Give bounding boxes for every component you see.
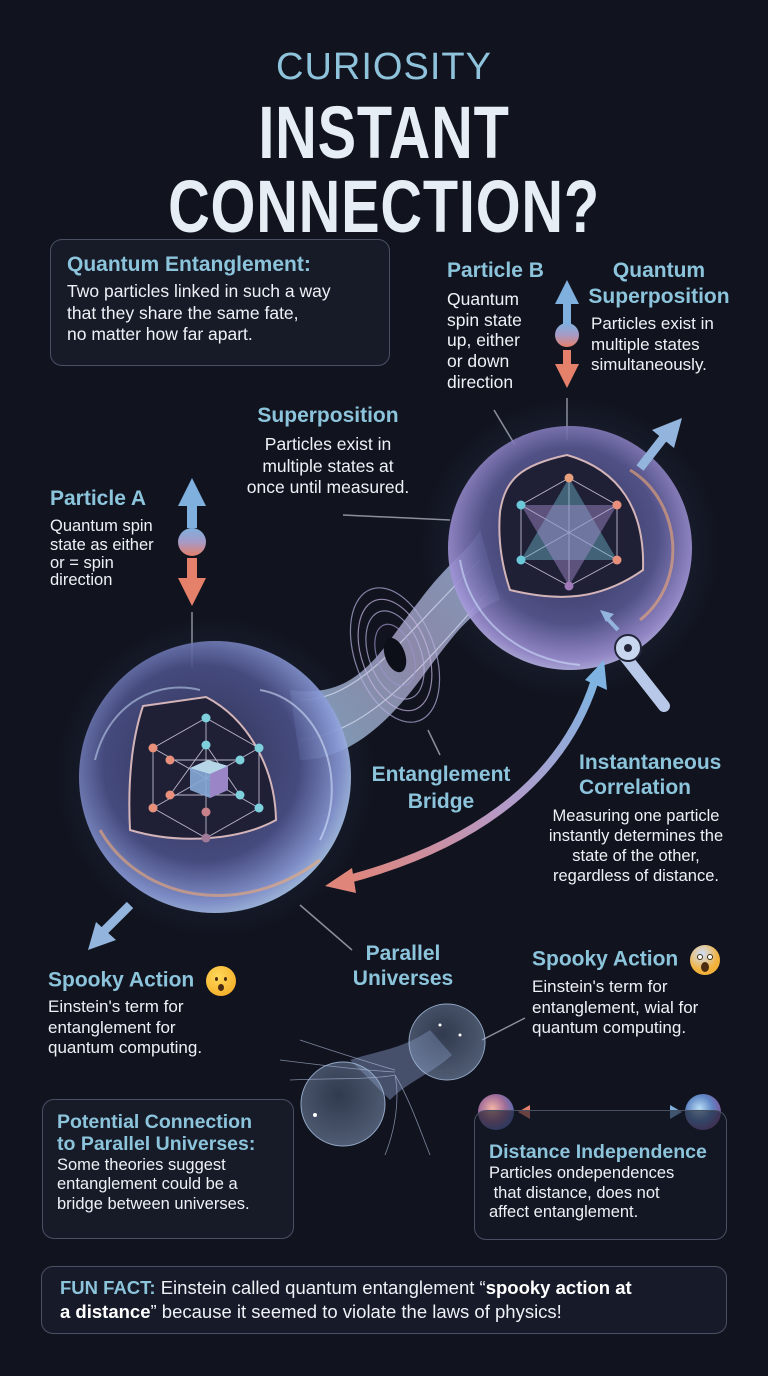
- particle-b-line-1: Quantum: [447, 289, 519, 310]
- spooky-action-right-line-3: quantum computing.: [532, 1018, 687, 1038]
- entanglement-line-2: that they share the same fate,: [67, 302, 299, 323]
- quantum-superposition-line-1: Particles exist in: [591, 314, 714, 333]
- instantaneous-correlation-line-1: Measuring one particle: [552, 807, 720, 825]
- entanglement-definition-card: Quantum Entanglement: Two particles link…: [50, 239, 390, 366]
- spin-indicator-a-icon: [178, 478, 206, 606]
- distance-card-line-3: affect entanglement.: [489, 1203, 639, 1222]
- page-title: INSTANT CONNECTION?: [168, 91, 600, 248]
- quantum-superposition-label: Quantum Superposition: [584, 258, 734, 309]
- instantaneous-correlation-label: Instantaneous Correlation: [565, 750, 745, 800]
- parallel-universes-heading-1: Parallel: [365, 942, 441, 965]
- spooky-action-right-title: Spooky Action: [532, 947, 679, 971]
- superposition-line-3: once until measured.: [246, 476, 410, 497]
- instantaneous-correlation-line-4: regardless of distance.: [552, 867, 719, 886]
- spin-indicator-b-icon: [555, 280, 579, 388]
- parallel-card-heading-1: Potential Connection: [57, 1111, 252, 1133]
- quantum-superposition-heading-2: Superposition: [588, 285, 730, 309]
- parallel-universes-icon: [279, 1003, 486, 1156]
- fun-fact-text: FUN FACT: Einstein called quantum entang…: [60, 1276, 708, 1324]
- parallel-card-line-1: Some theories suggest: [57, 1155, 226, 1174]
- spooky-action-left-line-1: Einstein's term for: [48, 997, 184, 1016]
- particle-a-line-2: state as either: [50, 536, 154, 555]
- quantum-superposition-line-3: simultaneously.: [591, 355, 707, 375]
- instantaneous-correlation-line-3: state of the other,: [572, 847, 700, 866]
- spooky-action-left: Spooky Action Einstein's term for entang…: [48, 966, 288, 1059]
- distance-card-line-1: Particles ondependences: [489, 1164, 675, 1183]
- entanglement-bridge-label: Entanglement Bridge: [358, 762, 524, 814]
- fun-fact-label: FUN FACT:: [60, 1277, 156, 1298]
- parallel-universes-heading-2: Universes: [352, 967, 454, 991]
- instantaneous-correlation-heading-1: Instantaneous: [579, 751, 722, 774]
- particle-b-label: Particle B Quantum spin state up, either…: [447, 258, 557, 392]
- quantum-superposition-text: Particles exist in multiple states simul…: [591, 314, 761, 376]
- spooky-action-right-line-2: entanglement, wial for: [532, 997, 699, 1017]
- parallel-card-line-2: entanglement could be a: [57, 1175, 238, 1194]
- parallel-card-line-3: bridge between universes.: [57, 1194, 250, 1213]
- entanglement-line-3: no matter how far apart.: [67, 323, 253, 344]
- entanglement-line-1: Two particles linked in such a way: [67, 281, 331, 302]
- particle-b-line-5: direction: [447, 371, 514, 392]
- entanglement-bridge-heading-1: Entanglement: [371, 763, 511, 786]
- fun-fact-text-1: Einstein called quantum entanglement “: [155, 1277, 486, 1298]
- particle-a-label: Particle A Quantum spin state as either …: [50, 486, 180, 588]
- spooky-action-right-line-1: Einstein's term for: [532, 977, 668, 996]
- superposition-label: Superposition Particles exist in multipl…: [228, 403, 428, 498]
- distance-card-heading: Distance Independence: [489, 1141, 707, 1163]
- superposition-heading: Superposition: [257, 404, 399, 427]
- distance-independence-card: Distance Independence Particles ondepend…: [474, 1110, 727, 1240]
- parallel-universes-label: Parallel Universes: [340, 941, 466, 991]
- particle-a-line-4: direction: [50, 570, 113, 589]
- spooky-action-left-heading: Spooky Action: [48, 966, 288, 996]
- particle-b-line-2: spin state: [447, 309, 522, 330]
- particle-a-line-1: Quantum spin: [50, 517, 153, 536]
- spooky-action-right-heading: Spooky Action: [532, 945, 762, 975]
- particle-b-heading: Particle B: [447, 259, 544, 282]
- hushed-face-icon: [206, 966, 237, 996]
- fun-fact-card: FUN FACT: Einstein called quantum entang…: [41, 1266, 727, 1334]
- wormhole-icon: [349, 587, 441, 723]
- entanglement-bridge-heading-2: Bridge: [407, 790, 475, 814]
- instantaneous-correlation-heading-2: Correlation: [579, 776, 692, 800]
- spooky-action-left-line-3: quantum computing.: [48, 1038, 203, 1058]
- distance-card-line-2: that distance, does not: [489, 1183, 660, 1202]
- entanglement-heading: Quantum Entanglement:: [67, 253, 311, 276]
- fun-fact-quote-2: a distance: [60, 1301, 151, 1323]
- measurement-probe-icon: [600, 610, 670, 712]
- screaming-face-icon: [690, 945, 721, 975]
- spooky-action-right: Spooky Action Einstein's term for entang…: [532, 945, 762, 1039]
- particle-a-heading: Particle A: [50, 487, 147, 510]
- superposition-line-2: multiple states at: [262, 455, 394, 476]
- spooky-action-left-line-2: entanglement for: [48, 1017, 176, 1037]
- quantum-superposition-heading-1: Quantum: [612, 259, 706, 282]
- particle-a-line-3: or = spin: [50, 554, 114, 573]
- fun-fact-quote-1: spooky action at: [485, 1277, 632, 1298]
- instantaneous-correlation-line-2: instantly determines the: [548, 827, 724, 846]
- spooky-action-left-title: Spooky Action: [48, 968, 195, 992]
- particle-b-line-3: up, either: [447, 330, 520, 351]
- fun-fact-text-2: ” because it seemed to violate the laws …: [150, 1301, 562, 1323]
- parallel-universes-card: Potential Connection to Parallel Univers…: [42, 1099, 294, 1239]
- quantum-superposition-line-2: multiple states: [591, 334, 700, 354]
- particle-b-line-4: or down: [447, 351, 510, 372]
- instantaneous-correlation-text: Measuring one particle instantly determi…: [528, 806, 744, 887]
- kicker-title: CURIOSITY: [276, 46, 492, 88]
- parallel-card-heading-2: to Parallel Universes:: [57, 1132, 256, 1155]
- superposition-line-1: Particles exist in: [264, 434, 392, 455]
